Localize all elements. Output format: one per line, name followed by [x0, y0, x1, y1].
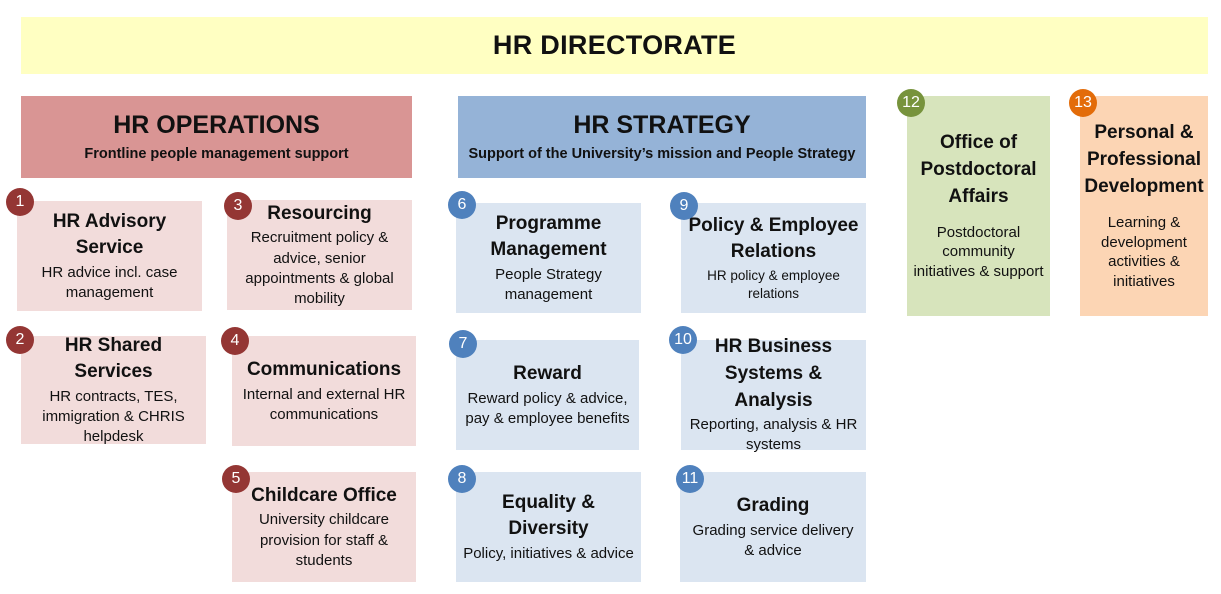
- unit-description: Reporting, analysis & HR systems: [689, 416, 858, 454]
- hr-strategy-header: HR STRATEGY Support of the University’s …: [458, 96, 866, 178]
- unit-description: Grading service delivery & advice: [692, 521, 854, 559]
- unit-number-badge: 5: [222, 465, 250, 493]
- unit-title: Communications: [246, 358, 402, 380]
- unit-number-badge: 6: [448, 191, 476, 219]
- unit-description: Postdoctoral community initiatives & sup…: [913, 223, 1044, 281]
- unit-number-badge: 7: [449, 330, 477, 358]
- unit-title: HR Advisory Service: [52, 210, 167, 259]
- unit-title: Personal & Professional Development: [1084, 121, 1204, 197]
- hr-operations-title: HR OPERATIONS: [113, 111, 320, 140]
- unit-policy-employee-relations: Policy & Employee Relations HR policy & …: [681, 203, 866, 313]
- unit-number-badge: 10: [669, 326, 697, 354]
- unit-title: Childcare Office: [251, 484, 397, 506]
- unit-description: HR advice incl. case management: [41, 263, 178, 302]
- unit-title: Reward: [513, 362, 582, 384]
- unit-description: HR contracts, TES, immigration & CHRIS h…: [42, 387, 185, 446]
- hr-strategy-subtitle: Support of the University’s mission and …: [468, 145, 856, 162]
- unit-childcare-office: Childcare Office University childcare pr…: [232, 472, 416, 582]
- hr-strategy-title: HR STRATEGY: [573, 111, 751, 140]
- unit-title: Programme Management: [490, 212, 607, 261]
- unit-programme-management: Programme Management People Strategy man…: [456, 203, 641, 313]
- hr-operations-subtitle: Frontline people management support: [84, 145, 349, 162]
- unit-hr-shared-services: HR Shared Services HR contracts, TES, im…: [21, 334, 206, 445]
- unit-title: Office of Postdoctoral Affairs: [920, 131, 1037, 207]
- unit-number-badge: 8: [448, 465, 476, 493]
- unit-number-badge: 3: [224, 192, 252, 220]
- unit-hr-business-systems-analysis: HR Business Systems & Analysis Reporting…: [681, 336, 866, 453]
- unit-number-badge: 13: [1069, 89, 1097, 117]
- unit-number-badge: 4: [221, 327, 249, 355]
- unit-title: Grading: [736, 494, 810, 516]
- unit-description: Policy, initiatives & advice: [463, 544, 634, 562]
- unit-description: HR policy & employee relations: [707, 267, 840, 302]
- unit-reward: Reward Reward policy & advice, pay & emp…: [456, 340, 639, 450]
- unit-description: Internal and external HR communications: [242, 385, 406, 423]
- unit-resourcing: Resourcing Recruitment policy & advice, …: [227, 200, 412, 310]
- unit-description: People Strategy management: [495, 265, 602, 304]
- unit-personal-professional-development: Personal & Professional Development Lear…: [1080, 96, 1208, 316]
- unit-hr-advisory-service: HR Advisory Service HR advice incl. case…: [17, 201, 202, 311]
- directorate-header: HR DIRECTORATE: [21, 17, 1208, 74]
- unit-number-badge: 2: [6, 326, 34, 354]
- unit-number-badge: 1: [6, 188, 34, 216]
- unit-description: Reward policy & advice, pay & employee b…: [465, 389, 630, 427]
- directorate-title: HR DIRECTORATE: [492, 30, 737, 60]
- hr-operations-header: HR OPERATIONS Frontline people managemen…: [21, 96, 412, 178]
- unit-description: Learning & development activities & init…: [1101, 213, 1187, 291]
- unit-office-of-postdoctoral-affairs: Office of Postdoctoral Affairs Postdocto…: [907, 96, 1050, 316]
- unit-title: Equality & Diversity: [502, 491, 595, 540]
- unit-title: HR Shared Services: [64, 334, 163, 383]
- unit-grading: Grading Grading service delivery & advic…: [680, 472, 866, 582]
- unit-number-badge: 12: [897, 89, 925, 117]
- unit-title: HR Business Systems & Analysis: [714, 336, 833, 411]
- unit-title: Resourcing: [267, 202, 372, 224]
- unit-communications: Communications Internal and external HR …: [232, 336, 416, 446]
- unit-description: Recruitment policy & advice, senior appo…: [245, 229, 394, 308]
- unit-title: Policy & Employee Relations: [688, 214, 859, 263]
- unit-number-badge: 9: [670, 192, 698, 220]
- unit-description: University childcare provision for staff…: [258, 511, 390, 569]
- unit-number-badge: 11: [676, 465, 704, 493]
- unit-equality-diversity: Equality & Diversity Policy, initiatives…: [456, 472, 641, 582]
